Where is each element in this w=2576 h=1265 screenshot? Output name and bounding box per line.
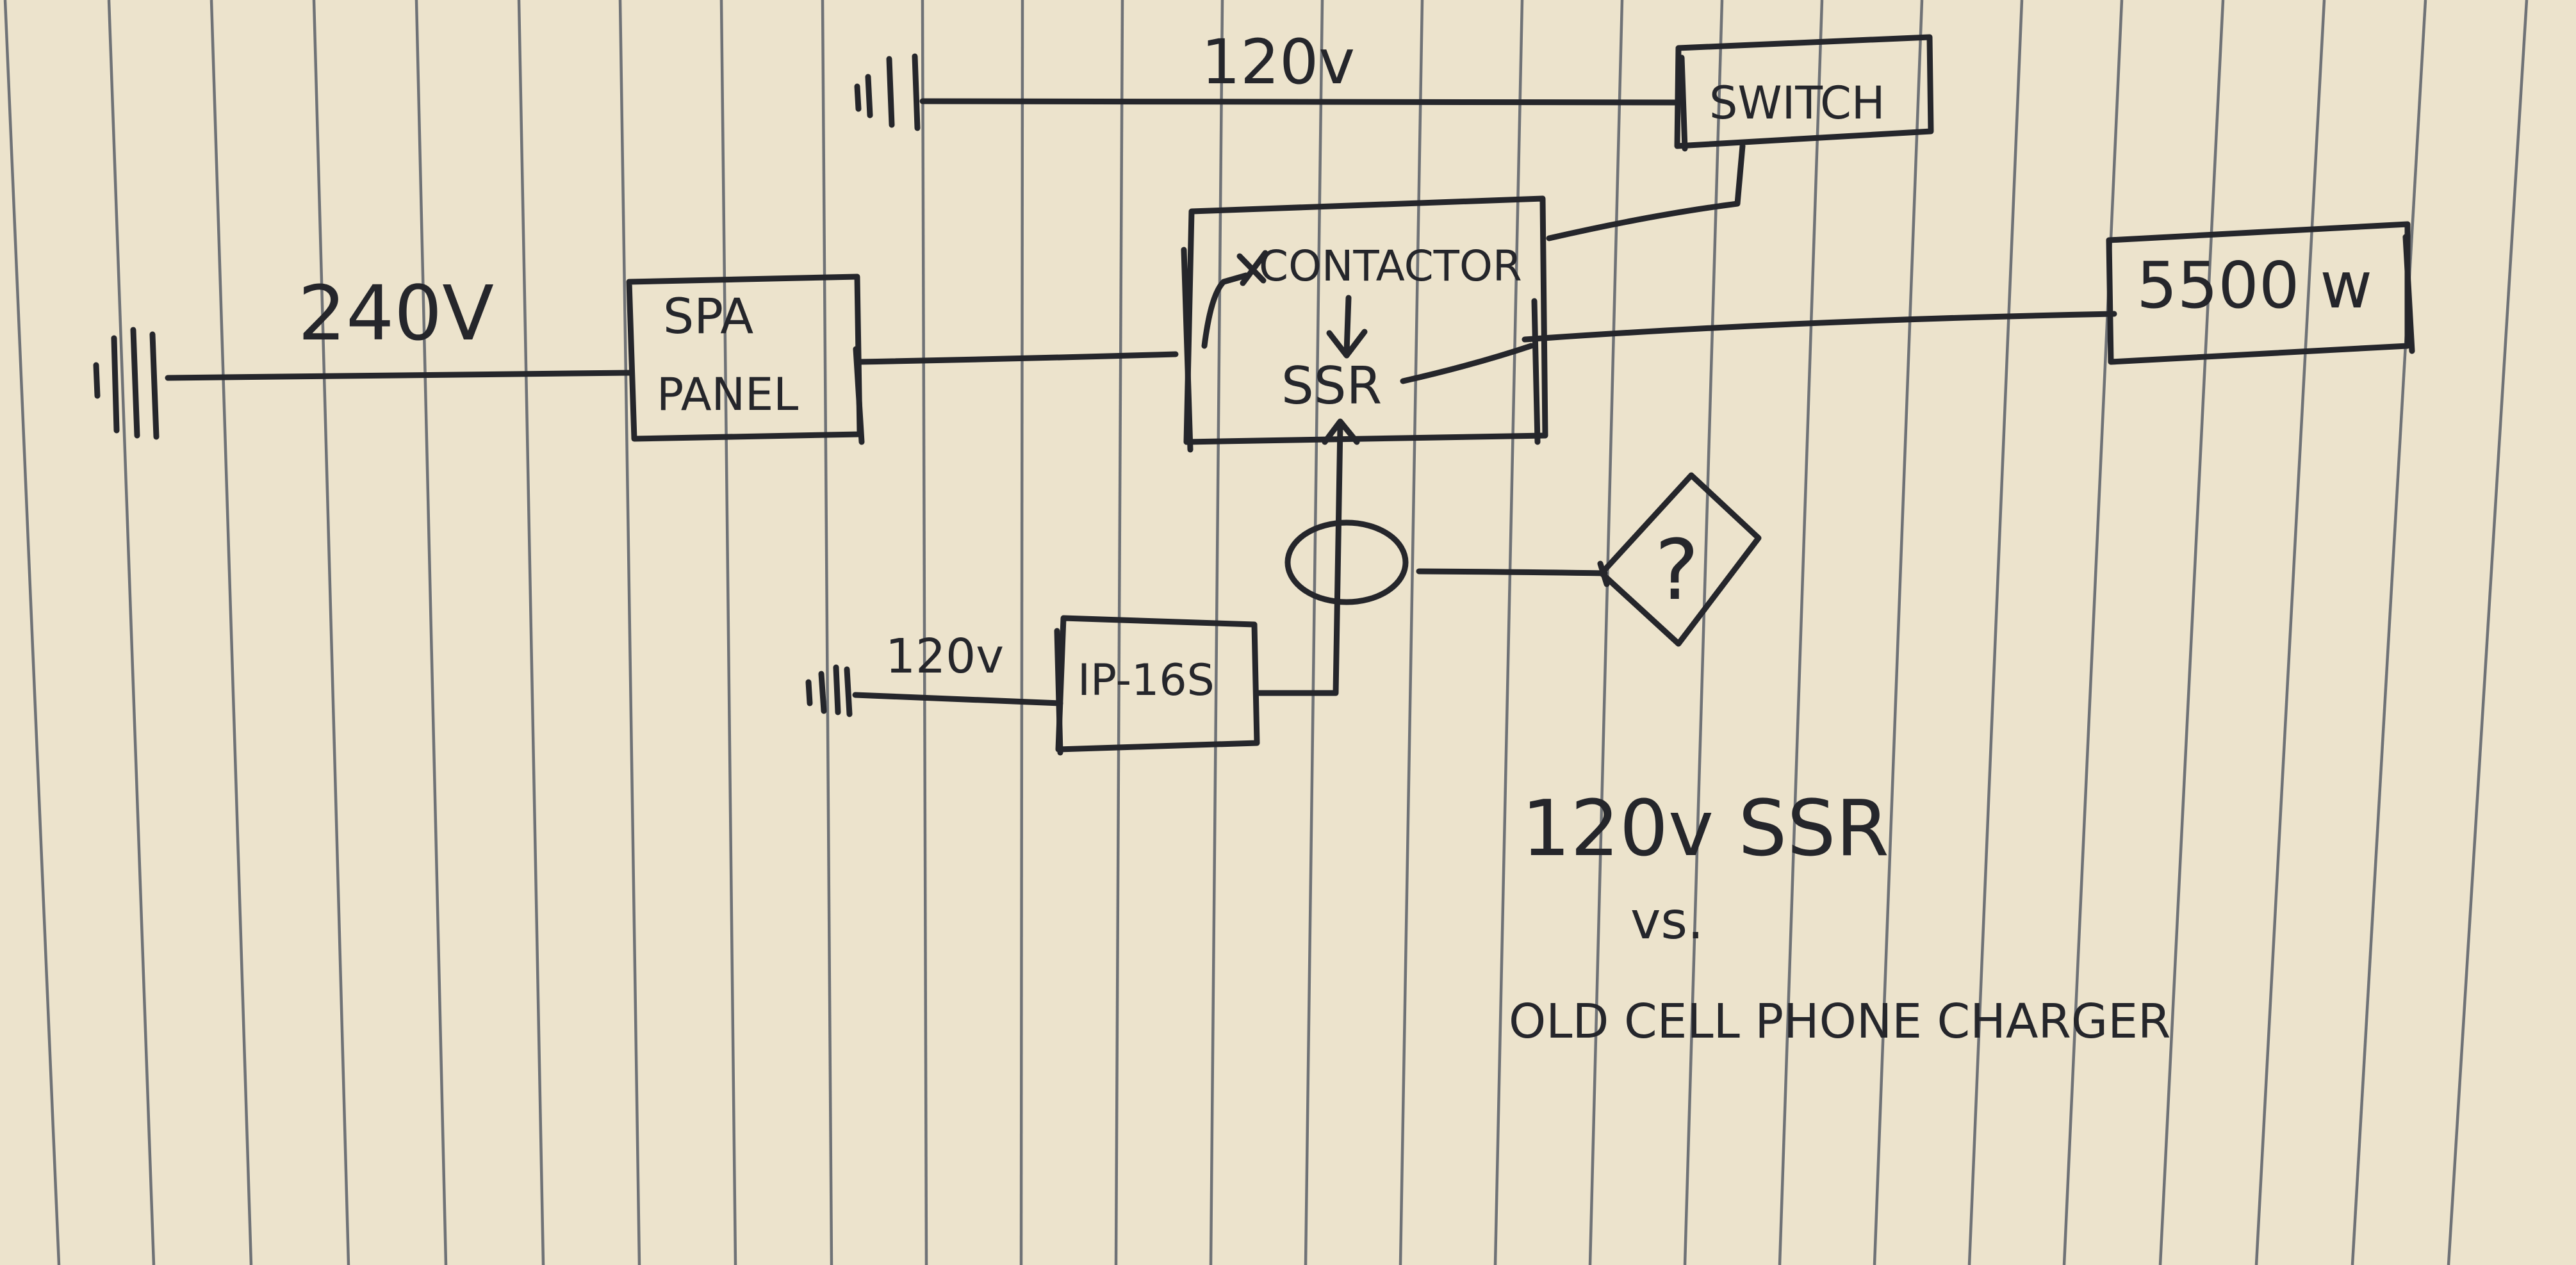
sensor-to-unknown-wire [1416,568,1608,576]
unknown-device-label: ? [1655,521,1699,619]
spa-panel-label-line1: SPA [663,288,753,345]
contactor-label: CONTACTOR [1259,241,1522,291]
contactor-to-ssr-arrow [1326,295,1368,359]
heater-box: 5500 w [2106,221,2415,365]
panel-to-contactor-wire [855,351,1179,365]
controller-box: IP-16S [1054,615,1260,756]
controller-to-ssr-wire [1254,418,1360,696]
contactor-ssr-box: CONTACTOR SSR [1181,195,1548,453]
spa-panel-box: SPA PANEL [626,273,865,445]
controller-voltage-label: 120v [885,629,1004,684]
ssr-label: SSR [1281,356,1382,416]
note-line2: vs. [1630,891,1703,951]
spa-panel-label-line2: PANEL [657,368,798,421]
switch-supply-wire [919,98,1678,106]
main-supply-symbol [93,327,160,440]
unknown-device: ? [1597,472,1762,647]
note-line3: OLD CELL PHONE CHARGER [1509,994,2170,1049]
controller-supply-symbol [805,664,853,717]
switch-to-contactor-wire [1546,143,1746,241]
switch-box: SWITCH [1674,34,1934,152]
current-sensor-loop [1284,519,1409,605]
main-voltage-label: 240V [298,269,494,357]
ruled-lines [3,0,2529,1265]
note-line1: 120v SSR [1522,785,1889,874]
main-supply-wire [165,370,634,381]
switch-label: SWITCH [1709,77,1885,129]
heater-label: 5500 w [2137,248,2372,323]
contactor-to-heater-wire [1522,311,2117,343]
controller-supply-wire [852,692,1063,706]
controller-label: IP-16S [1078,655,1215,706]
switch-voltage-label: 120v [1201,26,1355,98]
ssr-output-wire [1400,343,1534,384]
switch-supply-symbol [854,53,921,131]
